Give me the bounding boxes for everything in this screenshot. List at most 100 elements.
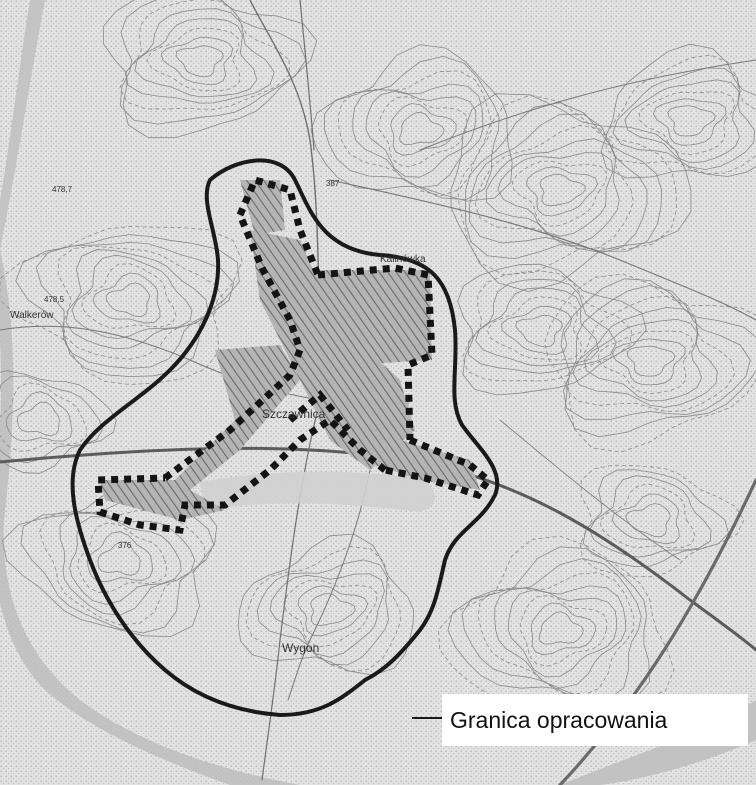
- hatched-zone-nw: [240, 180, 285, 235]
- contour-line: [0, 375, 103, 464]
- elevation-label-2: 478,5: [44, 295, 65, 304]
- contour-line: [97, 541, 141, 576]
- dotted-outline-inner: [287, 390, 351, 433]
- contour-line: [497, 152, 614, 237]
- contour-line: [584, 318, 702, 402]
- contour-line: [103, 0, 318, 139]
- contour-line: [134, 18, 258, 98]
- contour-line: [612, 67, 755, 170]
- contour-line: [477, 572, 635, 697]
- contour-line: [507, 589, 618, 678]
- contour-line: [638, 91, 736, 155]
- road-north-2: [299, 0, 315, 151]
- contour-line: [539, 173, 586, 207]
- contour-line: [365, 90, 477, 178]
- road-ne: [419, 59, 756, 151]
- place-label-wygon: Wygon: [282, 641, 319, 655]
- dotted-outline-branch-south: [94, 415, 388, 534]
- contour-line: [35, 241, 235, 369]
- legend-box: Granica opracowania: [442, 694, 748, 746]
- contour-line: [352, 83, 484, 189]
- contour-line: [77, 522, 168, 593]
- elevation-label-4: 387: [326, 179, 340, 188]
- contour-line: [81, 263, 177, 329]
- contour-line: [560, 278, 756, 438]
- contour-line: [462, 270, 632, 382]
- study-area-boundary: [70, 158, 500, 718]
- contour-line: [667, 105, 716, 137]
- contour-line: [125, 8, 275, 104]
- contour-line: [530, 602, 596, 656]
- contour-line: [269, 573, 385, 658]
- contour-line: [565, 295, 736, 413]
- contour-line: [582, 469, 729, 568]
- contour-line: [501, 305, 572, 355]
- contour-line: [160, 36, 234, 85]
- contour-line: [256, 559, 389, 666]
- contour-line: [0, 370, 117, 474]
- contour-line: [597, 330, 694, 394]
- contour-line: [310, 44, 513, 202]
- dotted-outline-branch-east: [384, 436, 493, 500]
- contour-line: [457, 94, 678, 276]
- contour-line: [485, 138, 620, 245]
- contour-line: [467, 278, 617, 374]
- place-label-walkerow: Walkerów: [10, 310, 54, 321]
- contour-line: [579, 464, 745, 578]
- contour-line: [146, 27, 241, 92]
- contour-line: [297, 585, 369, 637]
- contour-line: [378, 96, 468, 168]
- highway-curve: [558, 478, 756, 785]
- contour-line: [92, 272, 161, 324]
- legend-boundary-label: Granica opracowania: [450, 706, 668, 733]
- hatched-zone-east: [360, 380, 480, 490]
- contour-line: [625, 503, 671, 538]
- contour-line: [390, 103, 457, 156]
- contour-line: [175, 45, 224, 78]
- dotted-outline-branch-north: [236, 175, 322, 277]
- contour-line: [105, 282, 151, 318]
- contour-line: [519, 595, 608, 667]
- contour-line: [16, 401, 60, 437]
- road-se: [499, 419, 681, 561]
- contour-line: [71, 254, 193, 340]
- elevation-label-1: 478,7: [52, 185, 73, 194]
- contour-line: [474, 124, 634, 250]
- contour-line: [324, 55, 500, 201]
- contour-line: [283, 579, 378, 648]
- contour-line: [399, 111, 445, 146]
- contour-line: [457, 263, 647, 396]
- contour-line: [563, 285, 751, 420]
- place-label-kalinowka: Kalinówka: [380, 254, 426, 265]
- contour-line: [544, 273, 756, 453]
- contour-line: [87, 531, 153, 583]
- contour-line: [611, 493, 680, 545]
- contour-line: [119, 0, 307, 125]
- settlement-band: [200, 471, 435, 512]
- contour-line: [526, 166, 599, 217]
- road-south: [261, 399, 321, 781]
- contour-line: [465, 102, 663, 260]
- place-label-szczawnica: Szczawnica: [262, 407, 326, 421]
- contour-line: [605, 54, 756, 174]
- dotted-zone-outline: [94, 175, 493, 534]
- contour-line: [515, 314, 563, 348]
- contour-lines: [0, 0, 756, 704]
- contour-line: [69, 516, 182, 605]
- contour-line: [511, 160, 608, 227]
- contour-line: [39, 509, 205, 626]
- hatched-zone-west: [100, 345, 300, 520]
- contour-line: [5, 391, 73, 442]
- contour-line: [0, 226, 243, 385]
- contour-line: [626, 345, 676, 377]
- contour-line: [469, 113, 648, 254]
- elevation-label-3: 376: [118, 541, 132, 550]
- contour-line: [486, 296, 582, 361]
- contour-line: [600, 43, 756, 179]
- contour-line: [624, 79, 740, 164]
- contour-line: [15, 234, 240, 378]
- contour-line: [611, 338, 686, 386]
- contour-line: [57, 245, 224, 360]
